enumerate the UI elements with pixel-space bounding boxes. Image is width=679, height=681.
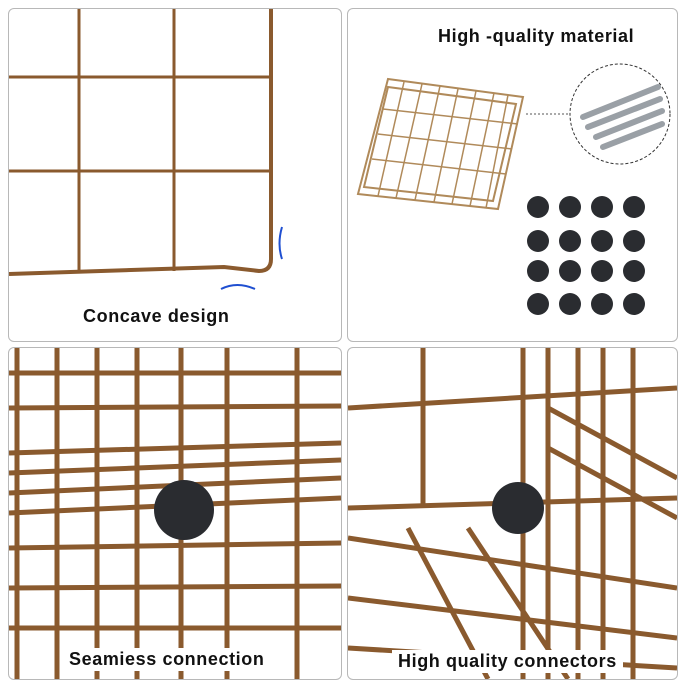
connector-pieces [527, 196, 645, 315]
panel-concave-design: Concave design [8, 8, 342, 342]
panel-high-quality-connectors: High quality connectors [347, 347, 678, 680]
cube-grid-closeup-image [9, 348, 341, 679]
caption-concave-design: Concave design [77, 305, 236, 328]
panel-seamless-connection: Seamiess connection [8, 347, 342, 680]
connector-icon [492, 482, 544, 534]
connector-closeup-image [348, 348, 677, 679]
panel-high-quality-material: High -quality material [347, 8, 678, 342]
caption-seamless-connection: Seamiess connection [63, 648, 271, 671]
wire-panel-and-connectors-image [356, 63, 671, 315]
caption-high-quality-connectors: High quality connectors [392, 650, 623, 673]
caption-high-quality-material: High -quality material [432, 25, 641, 48]
wire-grid-corner-image [9, 9, 283, 290]
connector-icon [154, 480, 214, 540]
